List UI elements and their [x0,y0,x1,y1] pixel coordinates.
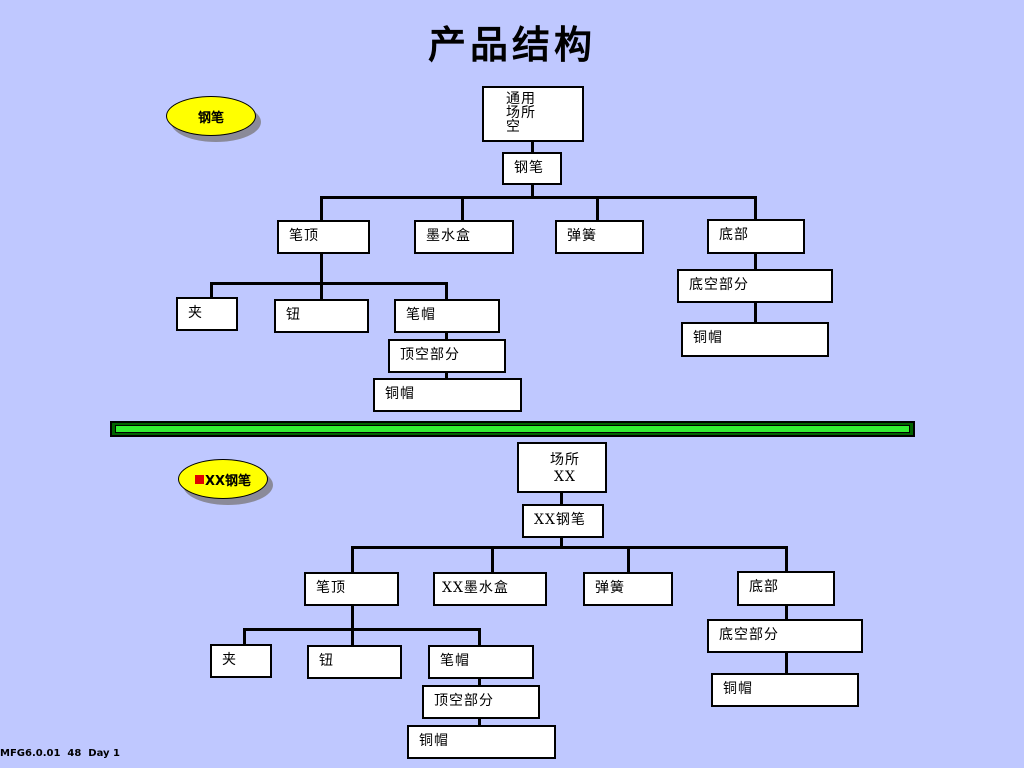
connector [754,196,757,220]
connector [351,546,788,549]
connector [596,196,599,220]
node-spring: 弹簧 [583,572,673,606]
connector [351,605,354,630]
section-divider [110,421,915,437]
connector [320,282,323,300]
node-root: XX钢笔 [522,504,604,538]
node-clip: 夹 [210,644,272,678]
connector [560,536,563,548]
node-cap-copper: 铜帽 [373,378,522,412]
connector [531,184,534,197]
node-cap: 笔顶 [304,572,399,606]
node-button: 钮 [307,645,402,679]
node-bottom-copper: 铜帽 [681,322,829,357]
connector [351,628,354,646]
connector [445,282,448,300]
page-title: 产品结构 [427,23,596,67]
node-bottom-empty: 底空部分 [707,619,863,653]
connector [754,302,757,323]
connector [445,372,448,379]
connector [491,546,494,573]
connector [210,282,448,285]
connector [210,282,213,298]
connector [478,718,481,726]
connector [243,628,481,631]
node-cap-hat: 笔帽 [394,299,500,333]
node-root-place: 通用 场所 空 [482,86,584,142]
connector [627,546,630,573]
connector [785,605,788,621]
connector [320,196,757,199]
connector [243,628,246,645]
connector [478,678,481,686]
node-cap-empty: 顶空部分 [422,685,540,719]
node-bottom: 底部 [737,571,835,606]
node-button: 钮 [274,299,369,333]
node-root: 钢笔 [502,152,562,185]
connector [754,253,757,270]
bottom-product-badge: XX钢笔 [178,459,268,499]
connector [320,196,323,220]
connector [478,628,481,646]
node-cap: 笔顶 [277,220,370,254]
connector [785,652,788,674]
node-cap-hat: 笔帽 [428,645,534,679]
top-product-badge: 钢笔 [166,96,256,136]
connector [531,140,534,153]
connector [785,546,788,572]
red-square-icon [194,474,204,484]
connector [461,196,464,220]
node-root-place: 场所 XX [517,442,607,493]
node-ink-cartridge: 墨水盒 [414,220,514,254]
connector [320,253,323,283]
node-bottom-copper: 铜帽 [711,673,859,707]
node-cap-empty: 顶空部分 [388,339,506,373]
node-bottom: 底部 [707,219,805,254]
node-cap-copper: 铜帽 [407,725,556,759]
connector [445,332,448,340]
connector [351,546,354,573]
node-bottom-empty: 底空部分 [677,269,833,303]
connector [560,491,563,505]
slide-footer: MFG6.0.01 48 Day 1 [0,748,120,759]
node-clip: 夹 [176,297,238,331]
node-spring: 弹簧 [555,220,644,254]
node-ink-cartridge: XX墨水盒 [433,572,547,606]
